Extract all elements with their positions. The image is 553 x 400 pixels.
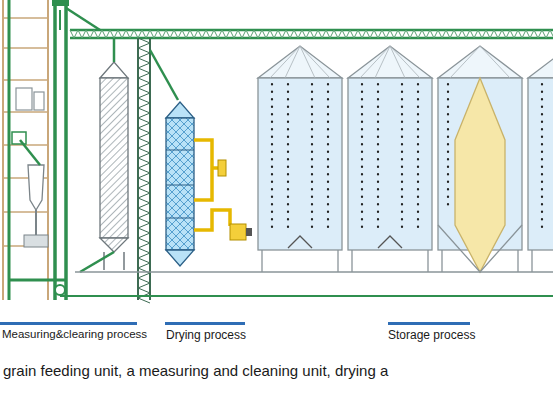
dryer-tower (166, 102, 252, 266)
storage-silos (258, 46, 553, 272)
process-label: Measuring&clearing process (2, 328, 147, 340)
elevator-tower (3, 0, 69, 300)
silo-base (60, 250, 553, 296)
measuring-silo (80, 38, 128, 272)
process-label: Storage process (388, 328, 475, 342)
process-bar (0, 322, 470, 325)
temperature-cables (272, 84, 542, 230)
top-conveyor (60, 8, 553, 38)
caption: grain feeding unit, a measuring and clea… (3, 362, 388, 379)
silo-roof-ribs (270, 46, 510, 78)
process-label: Drying process (166, 328, 246, 342)
